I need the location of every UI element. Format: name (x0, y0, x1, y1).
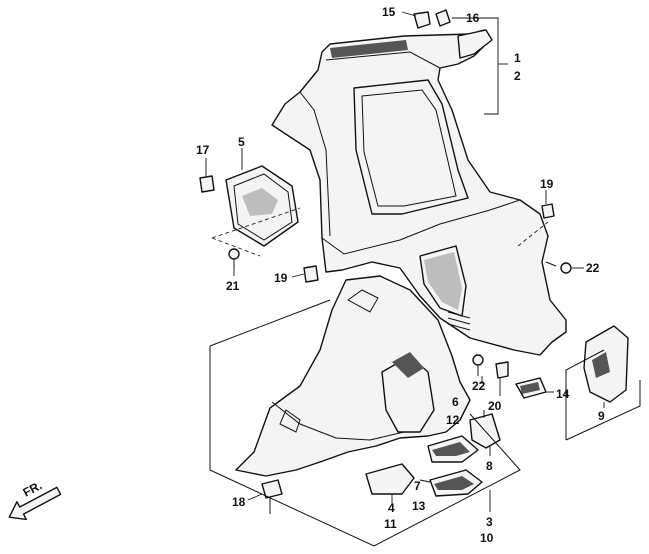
callout-15: 15 (382, 5, 396, 19)
callout-6: 6 (452, 395, 459, 409)
callout-19-right: 19 (540, 177, 554, 191)
callout-10: 10 (480, 531, 494, 545)
callout-3: 3 (486, 515, 493, 529)
callout-22-lower: 22 (472, 379, 486, 393)
callout-21: 21 (226, 279, 240, 293)
callout-1: 1 (514, 51, 521, 65)
callout-4: 4 (388, 501, 395, 515)
lower-quarter-trim-panel (235, 275, 471, 477)
callout-9: 9 (598, 409, 605, 423)
callout-5: 5 (238, 135, 245, 149)
arrow-icon (8, 486, 62, 521)
part-5-cover (225, 165, 299, 247)
callout-19-left: 19 (274, 271, 288, 285)
callout-8: 8 (486, 459, 493, 473)
front-direction-arrow: FR. (8, 478, 62, 521)
callout-11: 11 (384, 517, 397, 531)
callout-7: 7 (414, 479, 421, 493)
fasteners (199, 9, 572, 514)
callout-22-right: 22 (586, 261, 600, 275)
callout-13: 13 (412, 499, 426, 513)
callout-16: 16 (466, 11, 480, 25)
callout-labels: 15 16 1 2 17 5 19 19 22 21 22 20 14 9 6 … (196, 5, 605, 545)
parts-7-13-trim-pieces (429, 469, 483, 497)
callout-17: 17 (196, 143, 210, 157)
callout-2: 2 (514, 69, 521, 83)
leader-lines (205, 11, 605, 512)
callout-18: 18 (232, 495, 246, 509)
callout-12: 12 (446, 413, 460, 427)
parts-4-11-trim-piece (365, 463, 415, 495)
callout-14: 14 (556, 387, 570, 401)
upper-quarter-trim-panel (271, 29, 567, 356)
group-outlines (209, 207, 641, 547)
callout-20: 20 (488, 399, 502, 413)
